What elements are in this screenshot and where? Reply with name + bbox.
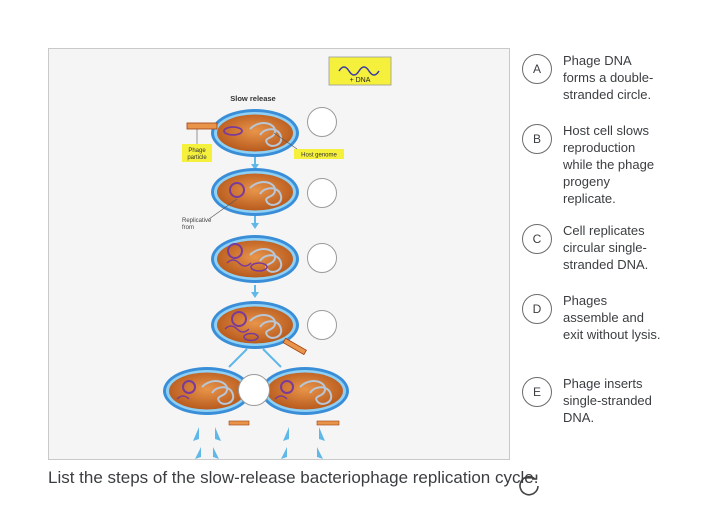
- phage-particle-shape: [186, 122, 218, 130]
- cell-stage-3: [210, 234, 300, 284]
- choice-d-badge[interactable]: D: [522, 294, 552, 324]
- choice-c-text: Cell replicates circular single-stranded…: [563, 223, 649, 272]
- cell-stage-1: [210, 108, 300, 158]
- phage-cycle-illustration: + DNA Slow release Phage particle Host g…: [162, 56, 392, 459]
- dna-box-label: + DNA: [350, 77, 371, 84]
- reset-icon: [519, 474, 539, 496]
- drop-target-step-3[interactable]: [307, 243, 337, 273]
- choice-c-badge[interactable]: C: [522, 224, 552, 254]
- choice-b-badge[interactable]: B: [522, 124, 552, 154]
- host-genome-label: Host genome: [294, 149, 344, 159]
- phage-particle-label: Phage particle: [182, 144, 212, 162]
- svg-text:from: from: [182, 225, 194, 231]
- svg-text:Host genome: Host genome: [301, 153, 337, 159]
- svg-text:Replicative: Replicative: [182, 218, 212, 224]
- drop-target-step-5[interactable]: [238, 374, 270, 406]
- drop-target-step-2[interactable]: [307, 178, 337, 208]
- choice-d-text: Phages assemble and exit without lysis.: [563, 293, 661, 342]
- choice-b-text: Host cell slows reproduction while the p…: [563, 123, 655, 206]
- choice-a-text: Phage DNA forms a double-stranded circle…: [563, 53, 654, 102]
- diagram-title: Slow release: [230, 94, 275, 103]
- cell-stage-5-left: [162, 366, 252, 416]
- question-prompt: List the steps of the slow-release bacte…: [48, 468, 539, 487]
- svg-text:Phage: Phage: [188, 148, 206, 154]
- cell-stage-2: [210, 167, 300, 217]
- choice-e-text: Phage inserts single-stranded DNA.: [563, 376, 652, 425]
- choice-a-badge[interactable]: A: [522, 54, 552, 84]
- drop-target-step-4[interactable]: [307, 310, 337, 340]
- cell-stage-4: [210, 300, 300, 350]
- drop-target-step-1[interactable]: [307, 107, 337, 137]
- svg-text:particle: particle: [187, 155, 207, 161]
- cell-stage-5-right: [260, 366, 350, 416]
- diagram-panel: + DNA Slow release Phage particle Host g…: [48, 48, 539, 496]
- dna-box: + DNA: [328, 56, 392, 86]
- reset-button[interactable]: [515, 471, 543, 499]
- replicative-form-label: Replicative from: [182, 218, 212, 231]
- choice-e-badge[interactable]: E: [522, 377, 552, 407]
